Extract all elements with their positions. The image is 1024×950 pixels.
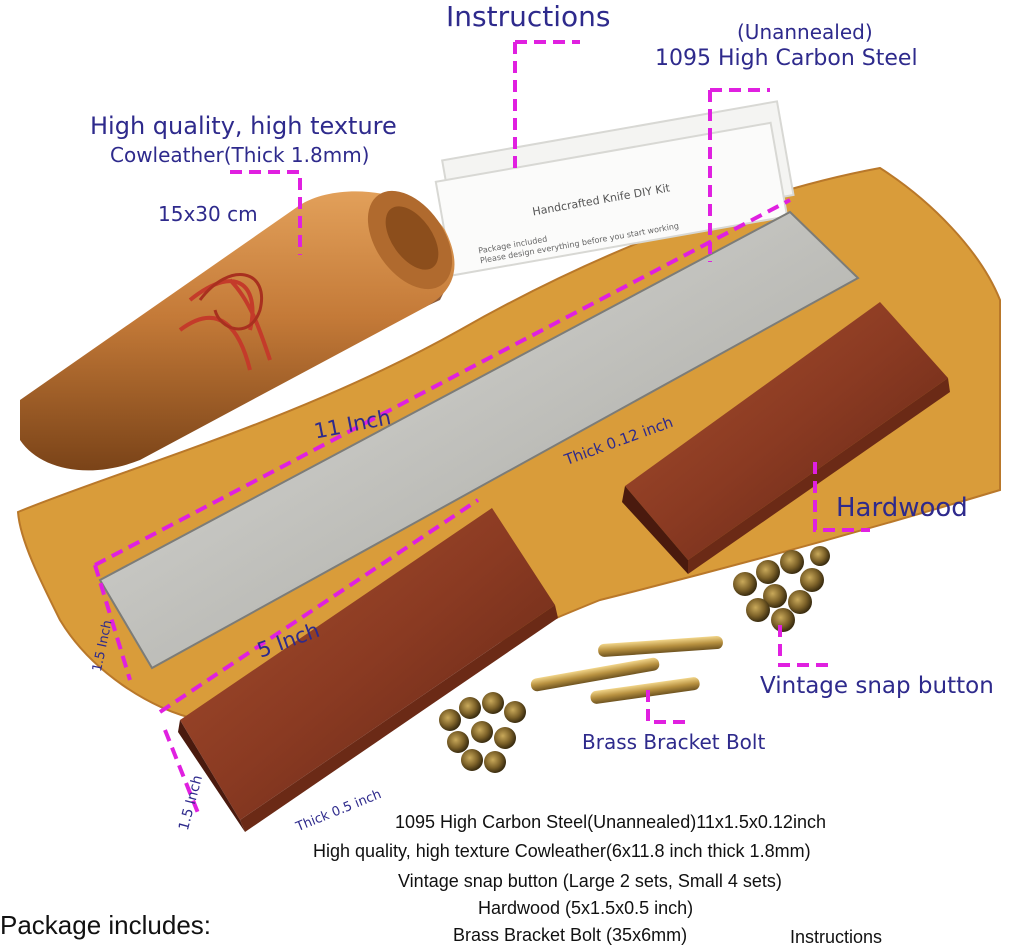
leather-roll [20,190,455,471]
snap-buttons-left [439,692,526,773]
guide-instructions [513,40,580,170]
brass-bolts [530,636,723,704]
steel-bar [98,210,860,670]
label-snap-button: Vintage snap button [760,673,994,699]
hardwood-block-right [622,302,950,574]
guide-bolt [646,690,690,724]
package-item: 1095 High Carbon Steel(Unannealed)11x1.5… [395,812,826,832]
package-item: High quality, high texture Cowleather(6x… [313,841,811,861]
guide-leather [230,170,302,255]
label-instructions: Instructions [446,0,611,33]
guide-15-steel [93,564,132,681]
label-steel: 1095 High Carbon Steel [655,46,918,71]
guide-steel [708,88,770,262]
package-title: Package includes: [0,910,212,940]
guide-5-inch [158,498,480,714]
label-high-quality: High quality, high texture [90,112,397,140]
guide-hardwood [813,462,870,532]
guide-snap [778,625,835,667]
label-unannealed: (Unannealed) [737,20,873,44]
label-hardwood: Hardwood [836,493,968,523]
snap-buttons-right [733,546,830,632]
label-cowleather: Cowleather(Thick 1.8mm) [110,143,370,167]
package-item: Vintage snap button (Large 2 sets, Small… [398,871,782,891]
guide-11-inch [94,198,791,567]
label-brass-bolt: Brass Bracket Bolt [582,730,766,754]
package-item-instructions: Instructions [790,927,883,947]
package-item: Brass Bracket Bolt (35x6mm) [453,925,688,945]
label-leather-size: 15x30 cm [158,202,258,226]
hardwood-block-left [178,508,558,832]
guide-15-wood [163,729,202,819]
package-item: Hardwood (5x1.5x0.5 inch) [478,898,694,918]
guide-lines [93,40,870,819]
